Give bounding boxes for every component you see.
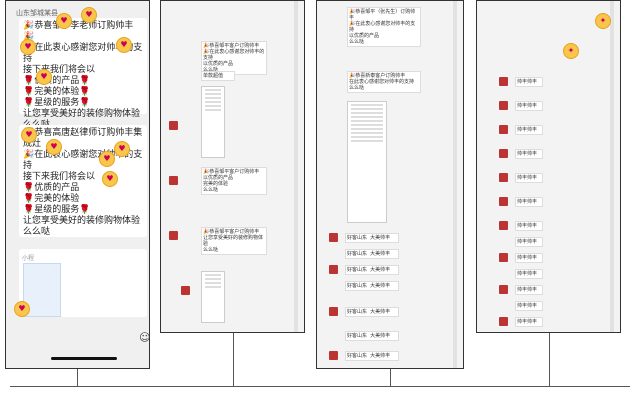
chat-row: 帅丰帅丰 bbox=[515, 285, 543, 295]
chat-row: 好客山东 大美帅丰 bbox=[345, 265, 399, 275]
avatar bbox=[329, 233, 338, 242]
image-message bbox=[201, 271, 225, 323]
message-snippet: 🎉恭喜邹平客户订购帅丰 让您享受美好的装修购物体验 么么哒 bbox=[201, 227, 267, 255]
chat-screenshot-2: 🎉恭喜邹平客户订购帅丰 🎉在此衷心感谢您对帅丰的支持 以优质的产品 么么哒 单款… bbox=[160, 0, 305, 333]
avatar bbox=[329, 265, 338, 274]
scrollbar[interactable] bbox=[453, 1, 457, 368]
chat-row: 帅丰帅丰 bbox=[515, 317, 543, 327]
avatar bbox=[499, 77, 508, 86]
scrollbar[interactable] bbox=[610, 1, 614, 332]
chat-row: 好客山东 大美帅丰 bbox=[345, 351, 399, 361]
firework-icon: ✦ bbox=[563, 43, 579, 59]
avatar bbox=[499, 125, 508, 134]
kiss-emoji-icon: ♥ bbox=[46, 139, 62, 155]
kiss-emoji-icon: ♥ bbox=[36, 69, 52, 85]
kiss-emoji-icon: ♥ bbox=[56, 13, 72, 29]
kiss-emoji-icon: ♥ bbox=[99, 151, 115, 167]
kiss-emoji-icon: ♥ bbox=[116, 37, 132, 53]
chat-row: 好客山东 大美帅丰 bbox=[345, 331, 399, 341]
avatar bbox=[499, 173, 508, 182]
message-snippet: 🎉恭喜邹平客户订购帅丰 🎉在此衷心感谢您对帅丰的支持 以优质的产品 么么哒 bbox=[201, 41, 267, 75]
message-bubble-1: 🎉恭喜邹平李老师订购帅丰🎉 🎉在此衷心感谢您对帅丰的支持 接下来我们将会以 🌹优… bbox=[19, 18, 147, 130]
image-message bbox=[347, 101, 387, 223]
connector-2 bbox=[233, 333, 234, 386]
home-indicator bbox=[51, 357, 117, 360]
chat-header: 山东邹城某县 bbox=[16, 9, 58, 17]
chat-row: 好客山东 大美帅丰 bbox=[345, 307, 399, 317]
chat-row: 帅丰帅丰 bbox=[515, 221, 543, 231]
chat-row: 帅丰帅丰 bbox=[515, 269, 543, 279]
message-snippet: 🎉恭喜邹平客户订购帅丰 以优质的产品 完美的体验 么么哒 bbox=[201, 167, 267, 195]
avatar bbox=[499, 149, 508, 158]
kiss-emoji-icon: ♥ bbox=[14, 301, 30, 317]
avatar bbox=[169, 231, 178, 240]
chat-row: 帅丰帅丰 bbox=[515, 253, 543, 263]
avatar bbox=[499, 197, 508, 206]
chat-screenshot-3: 🎉恭喜邹平（张先生）订购帅丰 🎉在此衷心感谢您对帅丰的支持 以优质的产品 么么哒… bbox=[316, 0, 464, 369]
avatar bbox=[499, 285, 508, 294]
message-bubble-2: 🎉恭喜高唐赵律师订购帅丰集成灶 🎉在此衷心感谢您对帅丰的支持 接下来我们将会以 … bbox=[19, 125, 147, 237]
connector-1 bbox=[77, 369, 78, 386]
avatar bbox=[169, 176, 178, 185]
kiss-emoji-icon: ♥ bbox=[102, 171, 118, 187]
avatar bbox=[499, 221, 508, 230]
avatar bbox=[499, 253, 508, 262]
kiss-emoji-icon: ♥ bbox=[114, 141, 130, 157]
chat-row: 帅丰帅丰 bbox=[515, 301, 543, 311]
chat-screenshot-4: 帅丰帅丰 帅丰帅丰 帅丰帅丰 帅丰帅丰 帅丰帅丰 帅丰帅丰 帅丰帅丰 帅丰帅丰 … bbox=[476, 0, 621, 333]
mini-program-label: 小程 bbox=[22, 255, 35, 262]
kiss-emoji-icon: ♥ bbox=[21, 127, 37, 143]
chat-row: 好客山东 大美帅丰 bbox=[345, 249, 399, 259]
phone-screenshot-1: 山东邹城某县 🎉恭喜邹平李老师订购帅丰🎉 🎉在此衷心感谢您对帅丰的支持 接下来我… bbox=[5, 0, 150, 369]
avatar bbox=[181, 286, 190, 295]
chat-row: 帅丰帅丰 bbox=[515, 77, 543, 87]
connector-4 bbox=[549, 333, 550, 386]
message-snippet: 单款超值 bbox=[201, 71, 235, 81]
mini-program-card[interactable]: 小程 bbox=[19, 249, 147, 317]
emoji-button-icon[interactable]: ☺ bbox=[139, 331, 150, 344]
chat-row: 帅丰帅丰 bbox=[515, 101, 543, 111]
avatar bbox=[329, 351, 338, 360]
scrollbar[interactable] bbox=[294, 1, 298, 332]
image-message bbox=[201, 86, 225, 158]
message-text-2: 🎉恭喜高唐赵律师订购帅丰集成灶 🎉在此衷心感谢您对帅丰的支持 接下来我们将会以 … bbox=[23, 128, 143, 237]
connector-3 bbox=[390, 369, 391, 386]
chat-row: 好客山东 大美帅丰 bbox=[345, 233, 399, 243]
chat-row: 好客山东 大美帅丰 bbox=[345, 281, 399, 291]
avatar bbox=[499, 101, 508, 110]
chat-row: 帅丰帅丰 bbox=[515, 173, 543, 183]
chat-row: 帅丰帅丰 bbox=[515, 125, 543, 135]
chat-row: 帅丰帅丰 bbox=[515, 197, 543, 207]
message-snippet: 🎉恭喜新泰客户订购帅丰 在此衷心感谢您对帅丰的支持 么么哒 bbox=[347, 71, 421, 93]
kiss-emoji-icon: ♥ bbox=[81, 7, 97, 23]
avatar bbox=[499, 317, 508, 326]
message-snippet: 🎉恭喜邹平（张先生）订购帅丰 🎉在此衷心感谢您对帅丰的支持 以优质的产品 么么哒 bbox=[347, 7, 421, 47]
chat-row: 帅丰帅丰 bbox=[515, 149, 543, 159]
avatar bbox=[169, 121, 178, 130]
firework-icon: ✦ bbox=[595, 13, 611, 29]
kiss-emoji-icon: ♥ bbox=[20, 39, 36, 55]
chat-row: 帅丰帅丰 bbox=[515, 237, 543, 247]
connector-bar bbox=[10, 386, 630, 387]
avatar bbox=[329, 307, 338, 316]
